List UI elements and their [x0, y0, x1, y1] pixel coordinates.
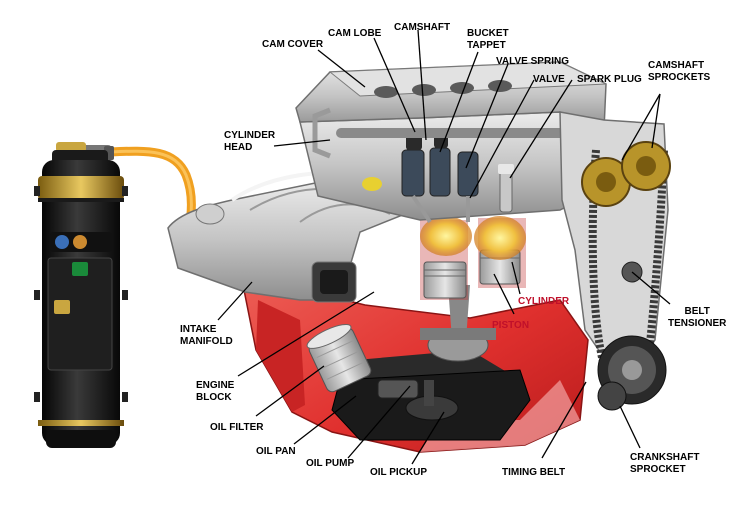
label-camshaft: CAMSHAFT	[394, 22, 451, 33]
label-oil-pump: OIL PUMP	[306, 458, 355, 469]
label-cam-lobe: CAM LOBE	[328, 28, 382, 39]
label-cylinder-head: CYLINDER HEAD	[224, 130, 276, 153]
label-intake-manifold: INTAKE MANIFOLD	[180, 324, 233, 347]
label-piston: PISTON	[492, 320, 530, 331]
label-oil-pickup: OIL PICKUP	[370, 467, 428, 478]
label-belt-tensioner: BELT TENSIONER	[668, 306, 727, 329]
label-camshaft-sprockets: CAMSHAFT SPROCKETS	[648, 60, 711, 83]
label-cylinder: CYLINDER	[518, 296, 570, 307]
label-spark-plug: SPARK PLUG	[577, 74, 642, 85]
label-oil-filter: OIL FILTER	[210, 422, 264, 433]
label-cam-cover: CAM COVER	[262, 39, 324, 50]
engine	[167, 61, 671, 453]
label-bucket-tappet: BUCKET TAPPET	[467, 28, 509, 51]
label-valve: VALVE	[533, 74, 565, 85]
label-timing-belt: TIMING BELT	[502, 467, 566, 478]
fuel-device	[34, 142, 196, 448]
label-valve-spring: VALVE SPRING	[496, 56, 569, 67]
label-oil-pan: OIL PAN	[256, 446, 296, 457]
label-crankshaft-sprocket: CRANKSHAFT SPROCKET	[630, 452, 700, 475]
label-engine-block: ENGINE BLOCK	[196, 380, 235, 403]
leader-lines	[217, 29, 671, 465]
